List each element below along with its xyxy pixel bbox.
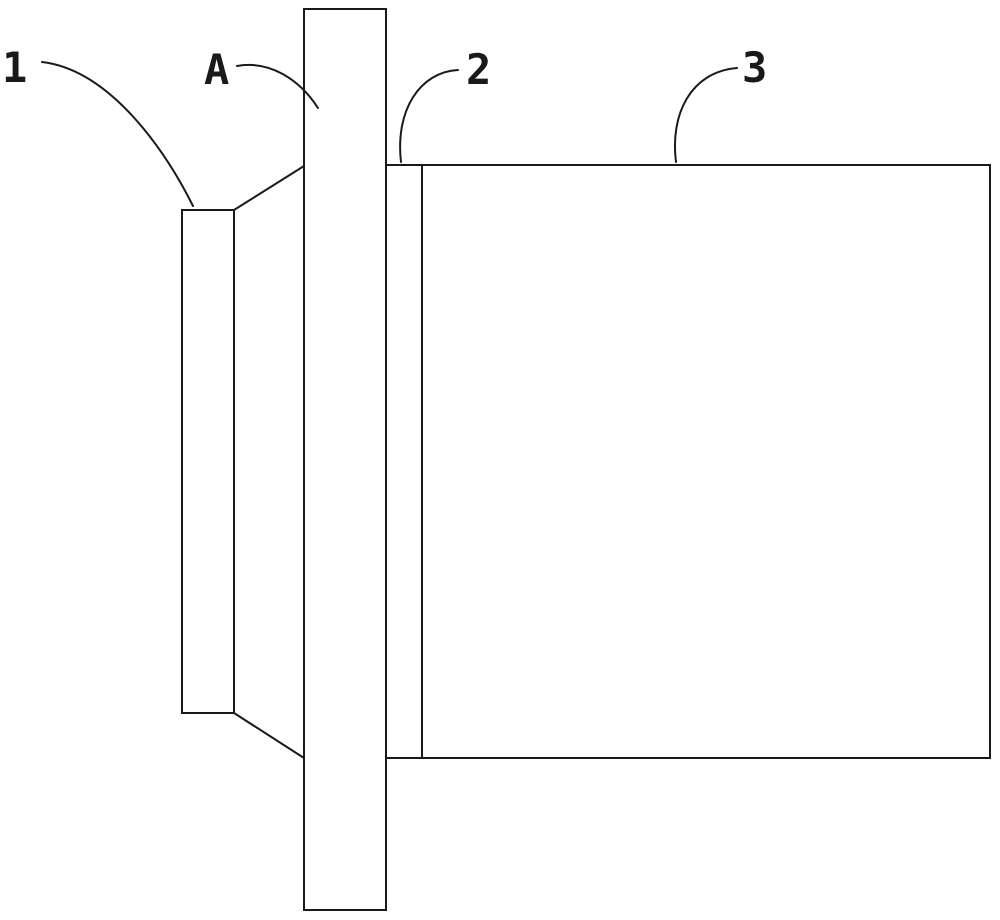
part-3-body <box>422 165 990 758</box>
part-a-plate <box>304 9 386 910</box>
leader-line-a <box>237 65 318 108</box>
leader-line-2 <box>400 70 458 162</box>
leader-line-1 <box>42 62 193 206</box>
label-1: 1 <box>2 43 27 92</box>
leader-line-3 <box>675 68 737 162</box>
label-2: 2 <box>466 45 491 94</box>
part-1-block <box>182 210 234 713</box>
label-3: 3 <box>742 43 767 92</box>
taper-lower-edge <box>234 713 304 758</box>
label-a: A <box>204 45 229 94</box>
part-2-strip <box>386 165 422 758</box>
taper-upper-edge <box>234 166 304 210</box>
